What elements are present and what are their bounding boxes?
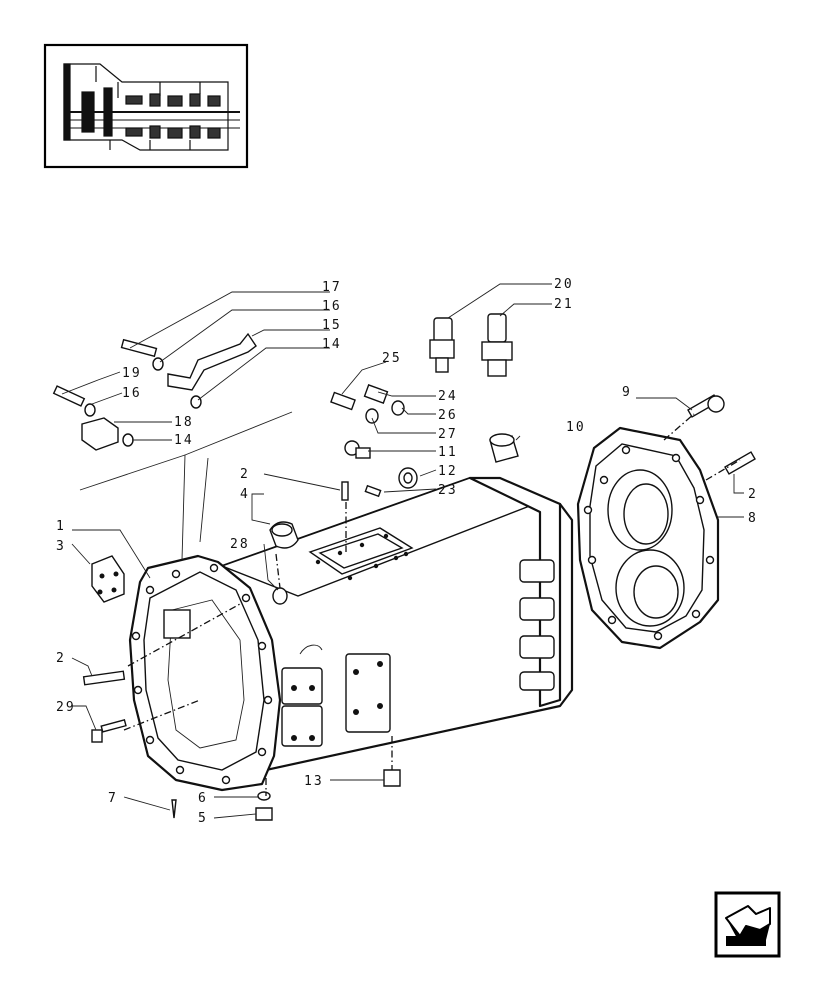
callout-2b: 2: [56, 651, 66, 666]
nav-back-button[interactable]: [714, 891, 781, 958]
location-inset: [43, 43, 249, 169]
callout-28: 28: [230, 537, 250, 552]
callout-21: 21: [554, 297, 574, 312]
callout-14a: 14: [322, 337, 342, 352]
callout-25: 25: [382, 351, 402, 366]
arrow-back-icon: [725, 905, 771, 946]
callout-9: 9: [622, 385, 632, 400]
leader-lines: [61, 283, 744, 819]
callout-23: 23: [438, 483, 458, 498]
callout-10: 10: [566, 420, 586, 435]
callout-26: 26: [438, 408, 458, 423]
callout-19: 19: [122, 366, 142, 381]
center-lines: [123, 413, 741, 796]
callout-24: 24: [438, 389, 458, 404]
callout-12: 12: [438, 464, 458, 479]
callout-18: 18: [174, 415, 194, 430]
callout-13: 13: [304, 774, 324, 789]
callout-20: 20: [554, 277, 574, 292]
callout-16a: 16: [322, 299, 342, 314]
small-parts: [52, 313, 756, 821]
callout-labels: 17 16 15 14 19 16 18 14 20 21 25 24 26 2…: [56, 277, 758, 826]
transmission-housing: [128, 476, 574, 792]
callout-8: 8: [748, 511, 758, 526]
callout-1: 1: [56, 519, 66, 534]
callout-3: 3: [56, 539, 66, 554]
callout-5: 5: [198, 811, 208, 826]
callout-16b: 16: [122, 386, 142, 401]
callout-17: 17: [322, 280, 342, 295]
transmission-section-thumbnail: [63, 63, 240, 151]
callout-7: 7: [108, 791, 118, 806]
callout-14b: 14: [174, 433, 194, 448]
rear-cover-plate: [576, 426, 720, 650]
callout-11: 11: [438, 445, 458, 460]
callout-27: 27: [438, 427, 458, 442]
callout-6: 6: [198, 791, 208, 806]
callout-2c: 2: [748, 487, 758, 502]
callout-2a: 2: [240, 467, 250, 482]
callout-29: 29: [56, 700, 76, 715]
callout-15: 15: [322, 318, 342, 333]
callout-4: 4: [240, 487, 250, 502]
